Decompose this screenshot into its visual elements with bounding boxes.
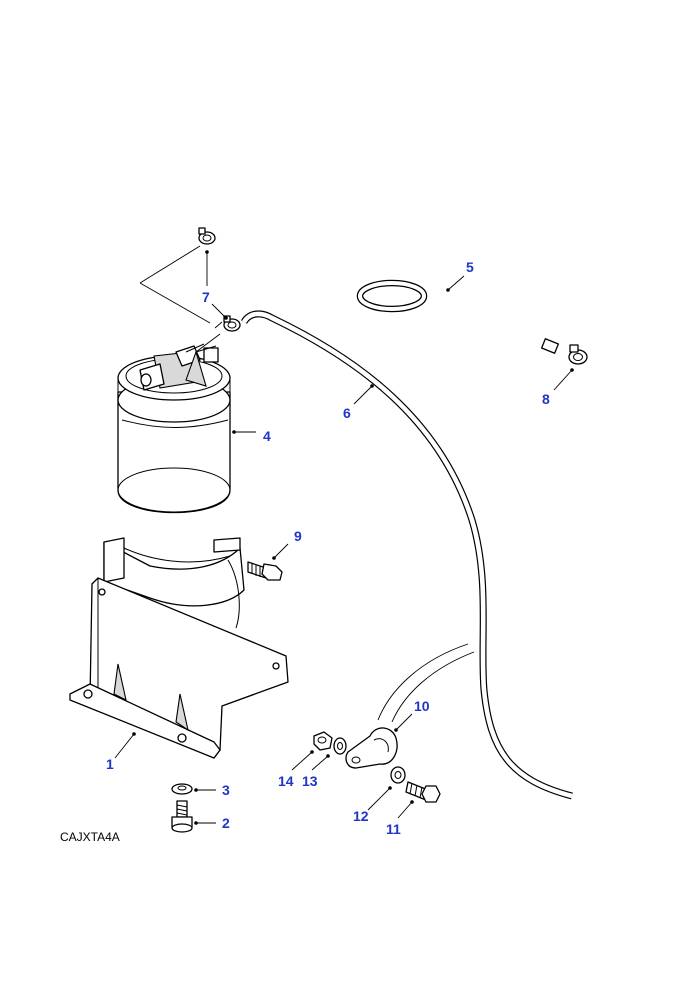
hose-clip-8 xyxy=(568,344,588,365)
callout-3: 3 xyxy=(222,782,230,798)
hose-5 xyxy=(216,226,560,354)
drawing-reference: CAJXTA4A xyxy=(60,830,120,844)
callout-8: 8 xyxy=(542,391,550,407)
callout-4: 4 xyxy=(263,428,271,444)
bolt-11 xyxy=(405,781,441,803)
callout-12: 12 xyxy=(353,808,369,824)
callout-5: 5 xyxy=(466,259,474,275)
clip-10 xyxy=(345,727,398,769)
washer-13 xyxy=(333,737,347,755)
callout-14: 14 xyxy=(278,773,294,789)
bracket-1 xyxy=(69,537,289,759)
callouts: 1 2 3 4 5 6 7 8 9 10 11 12 13 14 xyxy=(106,259,550,837)
assembly-lines xyxy=(139,245,223,353)
hose-6 xyxy=(241,310,573,800)
callout-11: 11 xyxy=(386,821,401,837)
callout-9: 9 xyxy=(294,528,302,544)
callout-2: 2 xyxy=(222,815,230,831)
clip-routing-lines xyxy=(377,643,475,723)
callout-10: 10 xyxy=(414,698,430,714)
washer-12 xyxy=(390,766,406,784)
callout-13: 13 xyxy=(302,773,318,789)
callout-1: 1 xyxy=(106,756,114,772)
leader-lines xyxy=(114,250,574,825)
hose-clip-7-upper xyxy=(198,227,216,245)
callout-6: 6 xyxy=(343,405,351,421)
screw-2 xyxy=(171,800,193,833)
nut-14 xyxy=(313,731,333,751)
washer-3 xyxy=(171,783,193,795)
bolt-9 xyxy=(247,561,283,581)
callout-7: 7 xyxy=(202,289,210,305)
canister-4 xyxy=(117,343,231,514)
